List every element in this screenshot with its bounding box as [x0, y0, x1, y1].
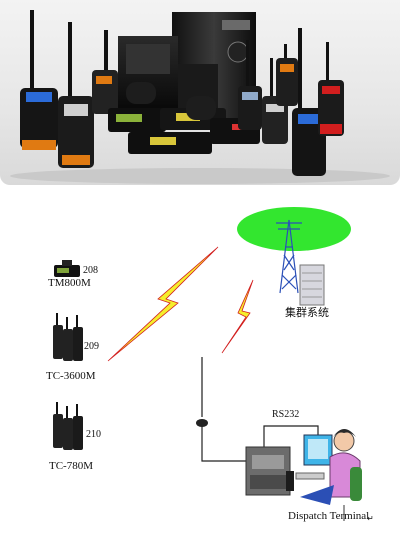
mobile-radio-1 — [108, 108, 166, 132]
radio-id-208: 208 — [83, 265, 98, 276]
dispatch-terminal-label: Dispatch Terminal — [288, 510, 370, 522]
handheld-radio-right-1 — [238, 40, 262, 130]
radio-id-210: 210 — [86, 429, 101, 440]
antenna-cable — [201, 425, 248, 462]
handheld-radio-right-3 — [276, 44, 298, 106]
base-station-label: 集群系统 — [285, 307, 329, 319]
handheld-radio-right-5 — [318, 42, 344, 136]
radio-link-bolt-left — [107, 246, 219, 362]
handheld-radio-left-1 — [20, 10, 58, 150]
rs232-cable — [263, 425, 319, 453]
radio-model-tm800m: TM800M — [48, 277, 91, 289]
handheld-radio-right-4 — [292, 28, 326, 176]
handheld-radio-left-3 — [92, 30, 118, 114]
tc3600m-radio-icon — [53, 313, 83, 361]
radio-model-tc780m: TC-780M — [49, 460, 93, 472]
paragraph-mark: ↵ — [367, 514, 374, 523]
radio-link-bolt-right — [221, 279, 254, 354]
handheld-radio-right-2 — [262, 58, 288, 144]
tc780m-radio-icon — [53, 402, 83, 450]
dispatch-operator-icon — [295, 429, 362, 521]
base-radio-box — [118, 36, 178, 118]
handheld-radio-left-2 — [58, 22, 94, 168]
rs232-label: RS232 — [272, 409, 300, 420]
trunking-cabinet-icon — [299, 264, 325, 306]
handset-microphone — [126, 82, 216, 120]
product-banner — [0, 0, 400, 185]
radio-model-tc3600m: TC-3600M — [46, 370, 96, 382]
tm800m-radio-icon — [54, 260, 80, 277]
antenna-tower-icon — [276, 219, 302, 294]
diagram-graphics — [107, 207, 362, 521]
radio-lineup-image — [10, 10, 390, 184]
dispatch-antenna-icon — [196, 357, 208, 427]
mobile-radio-2 — [128, 132, 212, 154]
radio-id-209: 209 — [84, 341, 99, 352]
dispatch-console-icon — [245, 446, 291, 496]
console-handset-icon — [286, 471, 294, 491]
network-diagram: 208 TM800M 209 TC-3600M 210 TC-780M 集群系统… — [0, 185, 400, 541]
